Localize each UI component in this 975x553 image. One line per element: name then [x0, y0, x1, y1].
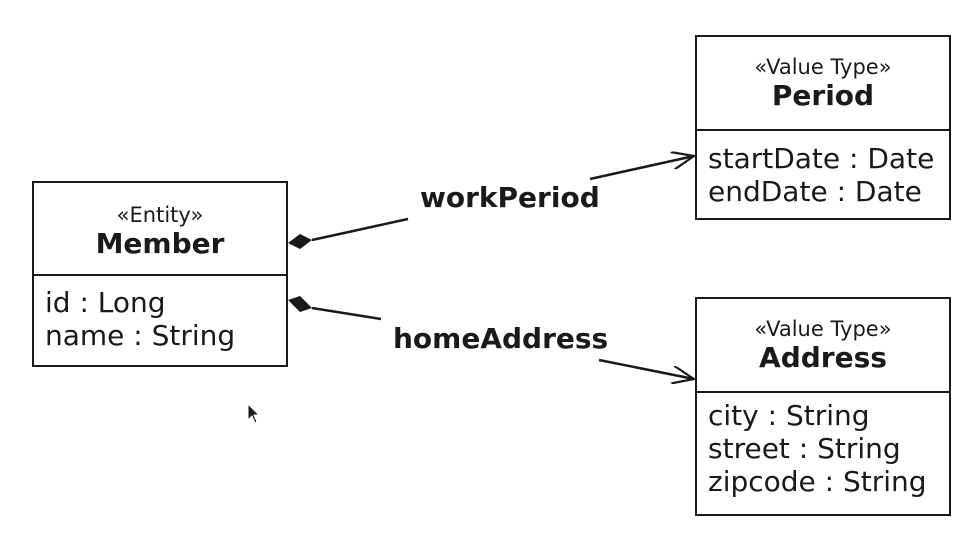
address-attr-zipcode: zipcode : String [708, 465, 927, 498]
address-attr-street: street : String [708, 432, 901, 465]
home-address-composition-diamond [288, 296, 312, 312]
home-address-line-end [598, 358, 694, 379]
address-attr-city: city : String [708, 399, 870, 432]
work-period-line-end [589, 156, 694, 181]
member-class-name: Member [95, 227, 225, 260]
member-class-header: «Entity» Member [34, 183, 286, 276]
mouse-cursor-icon [247, 403, 261, 424]
address-class-header: «Value Type» Address [697, 299, 949, 393]
address-class-box: «Value Type» Address city : String stree… [695, 297, 951, 516]
member-attributes: id : Long name : String [34, 276, 286, 352]
address-class-name: Address [759, 341, 887, 374]
period-class-header: «Value Type» Period [697, 37, 949, 131]
period-class-box: «Value Type» Period startDate : Date end… [695, 35, 951, 220]
home-address-line-start [311, 306, 382, 321]
period-stereotype: «Value Type» [754, 55, 892, 79]
work-period-label: workPeriod [420, 181, 600, 214]
address-stereotype: «Value Type» [754, 317, 892, 341]
period-attributes: startDate : Date endDate : Date [697, 131, 949, 208]
work-period-composition-diamond [288, 234, 312, 249]
period-attr-start-date: startDate : Date [708, 142, 935, 175]
member-attr-id: id : Long [45, 286, 166, 319]
period-attr-end-date: endDate : Date [708, 175, 922, 208]
address-attributes: city : String street : String zipcode : … [697, 393, 949, 498]
period-class-name: Period [771, 79, 875, 112]
work-period-line-start [311, 217, 409, 242]
home-address-label: homeAddress [393, 322, 609, 355]
member-attr-name: name : String [45, 319, 236, 352]
member-class-box: «Entity» Member id : Long name : String [32, 181, 288, 367]
member-stereotype: «Entity» [116, 203, 204, 227]
